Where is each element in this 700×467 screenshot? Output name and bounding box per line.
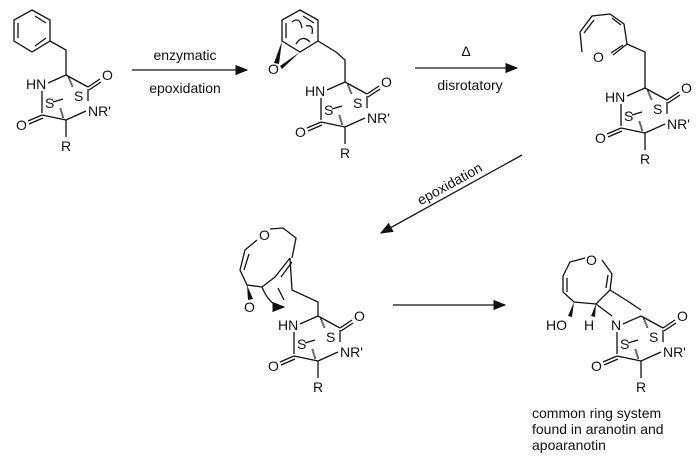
oxepine-ring: [579, 13, 646, 88]
wedge-bond: [274, 41, 282, 64]
molecule-2-arene-oxide: O HN S S NR' O O R: [268, 9, 392, 161]
carbonyl-oxygen-label: O: [102, 67, 113, 83]
core-bonds: [279, 315, 354, 378]
amide-nh-label: HN: [605, 89, 625, 105]
amide-nh-label: HN: [305, 83, 325, 99]
dkp-disulfide-core: HN S S NR' O O R: [16, 67, 113, 154]
reaction-arrow-3: epoxidation: [379, 154, 523, 234]
sulfur-label: S: [297, 336, 306, 352]
caption: common ring system found in aranotin and…: [532, 405, 664, 453]
r-group-label: R: [340, 145, 350, 161]
reaction-arrow-1: enzymatic epoxidation: [132, 47, 249, 96]
wedge-bond: [280, 52, 300, 69]
ring-oxygen-label: O: [259, 227, 270, 243]
caption-line-2: found in aranotin and: [532, 421, 664, 437]
hydrogen-label: H: [584, 317, 594, 333]
nr-label: NR': [88, 103, 111, 119]
arrow-3-label: epoxidation: [414, 159, 484, 208]
carbonyl-oxygen-label: O: [677, 308, 688, 324]
carbonyl-oxygen-label: O: [595, 130, 606, 146]
carbonyl-oxygen-label: O: [591, 358, 602, 374]
arrow-1-label-below: epoxidation: [149, 80, 221, 96]
r-group-label: R: [61, 138, 71, 154]
nr-label: NR': [367, 110, 390, 126]
benzene-ring: [13, 9, 67, 75]
ring-oxygen-label: O: [586, 252, 597, 268]
sulfur-label: S: [653, 101, 662, 117]
arene-oxide-ring: [281, 9, 346, 82]
molecule-4-oxepine-epoxide: O O HN S S NR' O O R: [239, 227, 365, 395]
hydroxyl-label: HO: [546, 317, 567, 333]
nr-label: NR': [340, 344, 363, 360]
ring-oxygen-label: O: [593, 49, 604, 65]
sulfur-label: S: [620, 336, 629, 352]
carbonyl-oxygen-label: O: [681, 80, 692, 96]
amide-nh-label: HN: [278, 317, 298, 333]
sulfur-label: S: [324, 102, 333, 118]
carbonyl-oxygen-label: O: [295, 124, 306, 140]
epoxide-oxygen-label: O: [268, 61, 279, 77]
core-bonds: [27, 74, 102, 137]
wedge-bond: [568, 302, 574, 317]
arrow-1-label-above: enzymatic: [153, 47, 216, 63]
arrow-2-label-below: disrotatory: [437, 77, 502, 93]
caption-line-1: common ring system: [532, 405, 661, 421]
arrow-2-label-above: Δ: [461, 43, 470, 59]
core-bonds: [606, 87, 681, 150]
core-bonds: [306, 81, 381, 144]
r-group-label: R: [636, 379, 646, 395]
sulfur-label: S: [326, 329, 335, 345]
r-group-label: R: [640, 151, 650, 167]
nr-label: NR': [667, 116, 690, 132]
core-bonds: [602, 315, 677, 378]
molecule-1-starting-material: HN S S NR' O O R: [13, 9, 113, 154]
caption-line-3: apoaranotin: [532, 437, 606, 453]
sulfur-label: S: [624, 108, 633, 124]
reaction-arrow-2: Δ disrotatory: [415, 43, 519, 93]
sulfur-label: S: [353, 95, 362, 111]
wedge-bond: [247, 285, 253, 300]
dkp-disulfide-core: HN S S NR' O O R: [268, 308, 365, 395]
carbonyl-oxygen-label: O: [381, 74, 392, 90]
tricyclic-ring: [562, 257, 642, 317]
dkp-disulfide-core: HN S S NR' O O R: [595, 80, 692, 167]
sulfur-label: S: [649, 329, 658, 345]
amide-n-label: N: [611, 317, 621, 333]
sulfur-label: S: [45, 95, 54, 111]
r-group-label: R: [313, 379, 323, 395]
nr-label: NR': [663, 344, 686, 360]
dkp-disulfide-core: HN S S NR' O O R: [295, 74, 392, 161]
carbonyl-oxygen-label: O: [268, 358, 279, 374]
amide-nh-label: HN: [26, 76, 46, 92]
epoxide-oxygen-label: O: [244, 299, 255, 315]
molecule-3-oxepine: O HN S S NR' O O R: [579, 13, 692, 167]
carbonyl-oxygen-label: O: [354, 308, 365, 324]
sulfur-label: S: [74, 88, 83, 104]
wedge-bond: [591, 304, 596, 317]
carbonyl-oxygen-label: O: [16, 117, 27, 133]
